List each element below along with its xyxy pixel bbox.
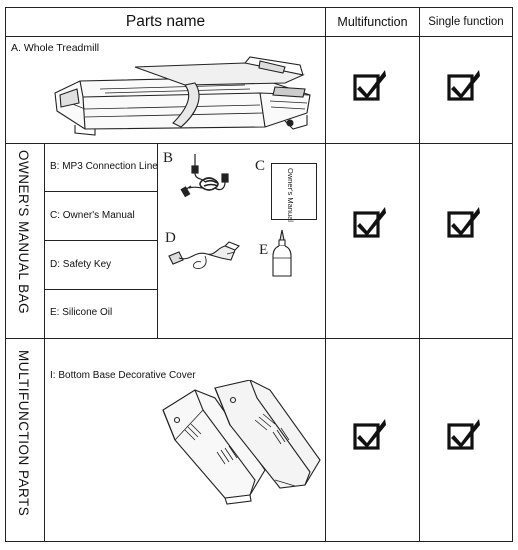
row-divider-1 <box>5 143 513 144</box>
checked-box-icon <box>353 419 386 450</box>
row-divider-2 <box>5 338 513 339</box>
col-divider-1 <box>325 7 326 542</box>
whole-treadmill-label: A. Whole Treadmill <box>11 42 100 54</box>
checked-box-icon <box>447 70 480 101</box>
treadmill-illustration <box>54 56 311 136</box>
item-col-divider <box>157 143 158 338</box>
header-multifunction: Multifunction <box>337 15 408 29</box>
mp3-cable-illustration <box>180 154 229 198</box>
multifunction-parts-section-label: MULTIFUNCTION PARTS <box>16 350 31 517</box>
diagram-letter-d: D <box>165 230 176 246</box>
col-divider-2 <box>419 7 420 542</box>
header-parts-name: Parts name <box>125 13 206 30</box>
row-divider-header <box>5 36 513 37</box>
checked-box-icon <box>353 70 386 101</box>
safety-key-illustration <box>168 241 240 269</box>
item-safety-key: D: Safety Key <box>50 259 112 270</box>
section-label-divider-2 <box>44 338 45 542</box>
item-row-divider-2 <box>44 240 157 241</box>
header-single-function: Single function <box>428 16 504 28</box>
item-bottom-base-decorative-cover: I: Bottom Base Decorative Cover <box>50 370 196 381</box>
checked-box-icon <box>447 419 480 450</box>
item-silicone-oil: E: Silicone Oil <box>50 307 113 318</box>
silicone-oil-bottle-illustration <box>272 229 292 277</box>
table-border-top <box>5 7 513 8</box>
owners-manual-bag-section-label: OWNER'S MANUAL BAG <box>16 150 31 315</box>
diagram-letter-c: C <box>255 158 266 174</box>
table-border-bottom <box>5 541 513 542</box>
table-border-left <box>5 7 6 542</box>
owners-manual-cover-text: Owner's Manual <box>286 168 295 222</box>
diagram-letter-e: E <box>259 242 269 258</box>
item-row-divider-3 <box>44 289 157 290</box>
checked-box-icon <box>353 207 386 238</box>
table-border-right <box>512 7 513 542</box>
diagram-letter-b: B <box>163 150 174 166</box>
item-mp3-connection-line: B: MP3 Connection Line <box>50 161 158 172</box>
checked-box-icon <box>447 207 480 238</box>
bottom-base-cover-illustration <box>162 380 321 505</box>
item-row-divider-1 <box>44 191 157 192</box>
owners-manual-booklet-illustration: Owner's Manual <box>271 163 317 222</box>
item-owners-manual: C: Owner's Manual <box>50 210 135 221</box>
